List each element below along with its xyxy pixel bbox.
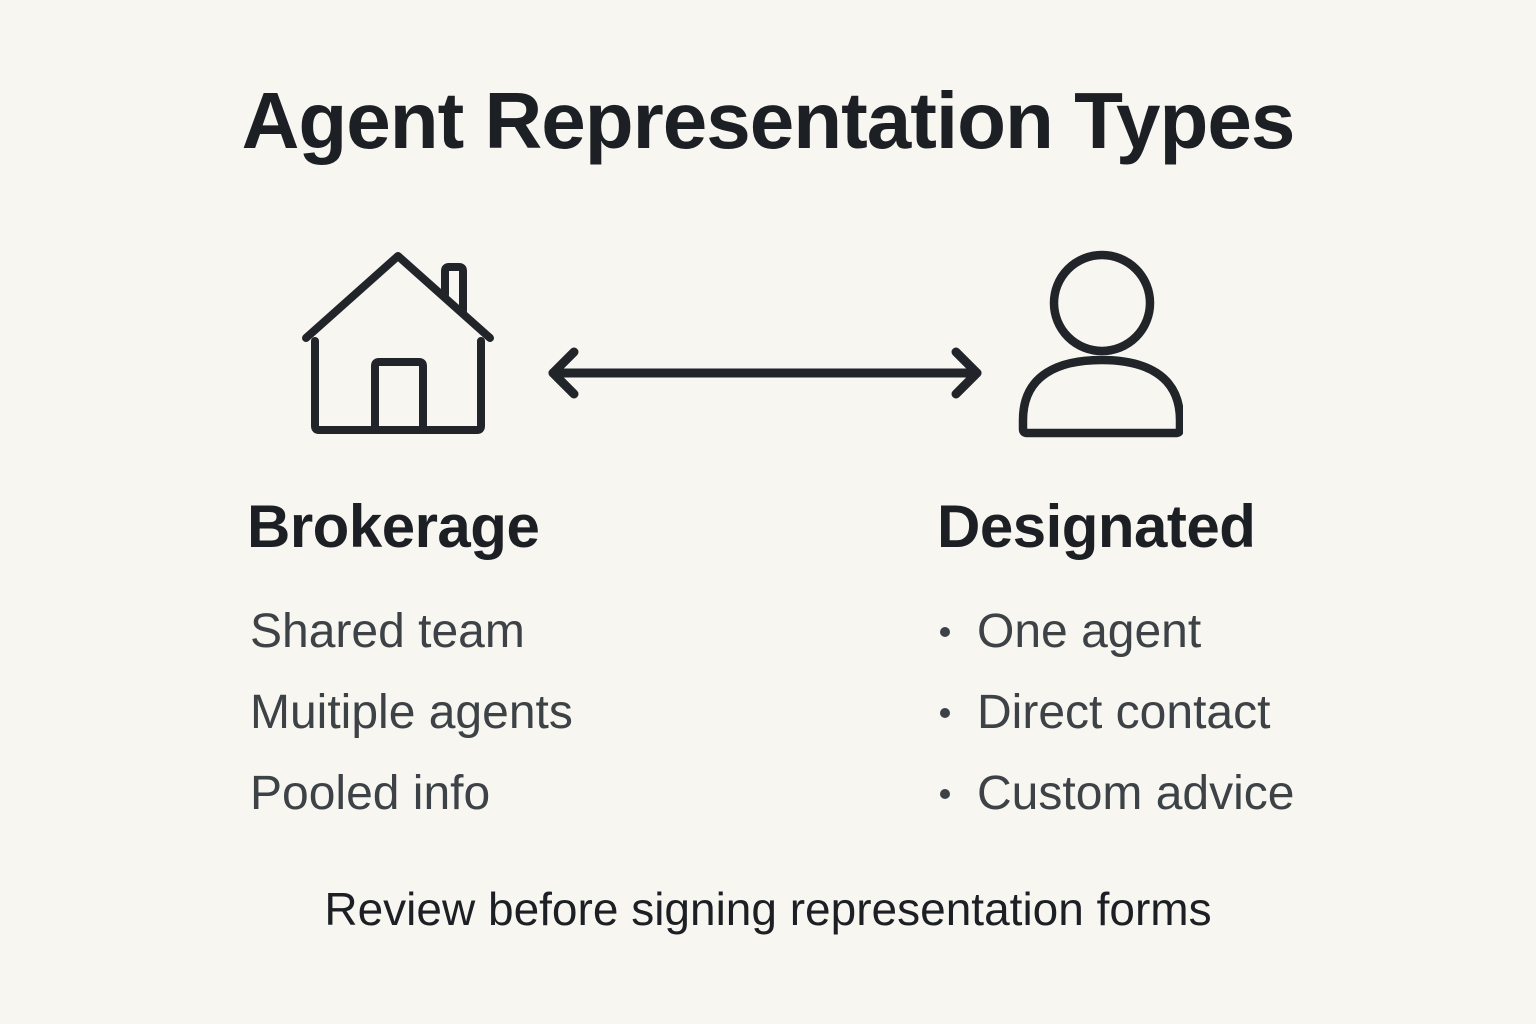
footer-note: Review before signing representation for… xyxy=(324,883,1212,935)
list-item: Custom advice xyxy=(940,753,1294,834)
column-heading-brokerage: Brokerage xyxy=(247,493,540,560)
list-item: Pooled info xyxy=(250,753,573,834)
page-title: Agent Representation Types xyxy=(241,76,1296,165)
person-icon xyxy=(1018,248,1183,438)
bullet-icon xyxy=(940,626,950,637)
list-item-label: Custom advice xyxy=(977,767,1295,820)
brokerage-list: Shared team Muitiple agents Pooled info xyxy=(250,591,573,834)
column-heading-designated: Designated xyxy=(937,493,1256,560)
list-item-label: Pooled info xyxy=(250,767,491,820)
bullet-icon xyxy=(940,707,950,718)
list-item: One agent xyxy=(940,591,1294,672)
bullet-icon xyxy=(940,788,950,799)
list-item-label: Direct contact xyxy=(977,686,1271,739)
list-item: Muitiple agents xyxy=(250,672,573,753)
list-item-label: One agent xyxy=(977,605,1202,658)
list-item-label: Shared team xyxy=(250,605,525,658)
list-item: Shared team xyxy=(250,591,573,672)
list-item-label: Muitiple agents xyxy=(250,686,573,739)
designated-list: One agent Direct contact Custom advice xyxy=(940,591,1294,834)
list-item: Direct contact xyxy=(940,672,1294,753)
double-arrow-icon xyxy=(545,345,985,401)
house-icon xyxy=(298,250,498,440)
